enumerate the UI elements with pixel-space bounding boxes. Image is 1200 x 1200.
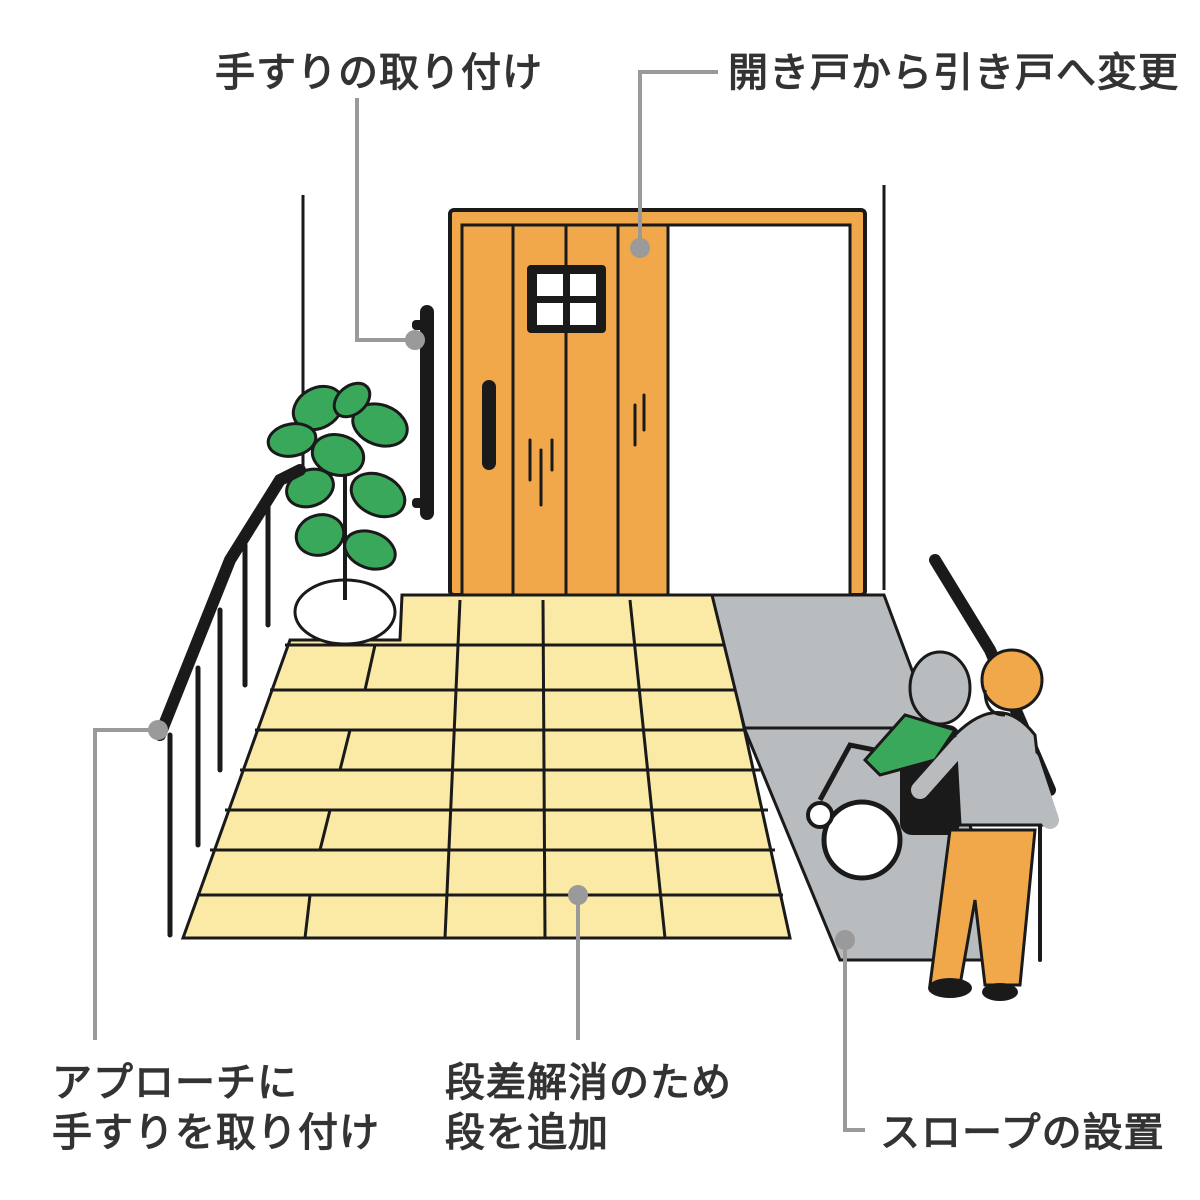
door-opening xyxy=(666,223,852,597)
leader-handrail-entrance xyxy=(355,98,415,342)
label-slope: スロープの設置 xyxy=(880,1110,1165,1156)
leader-approach-handrail xyxy=(93,728,158,1040)
label-approach-line1: アプローチに xyxy=(52,1060,298,1106)
leader-door-change xyxy=(638,70,718,248)
label-approach-line2: 手すりを取り付け xyxy=(52,1110,380,1156)
leader-dots xyxy=(148,238,855,950)
label-steps-line1: 段差解消のため xyxy=(445,1060,732,1106)
leader-slope xyxy=(843,940,865,1132)
entrance-floor xyxy=(180,593,792,940)
label-handrail-entrance: 手すりの取り付け xyxy=(215,50,543,96)
helper-person xyxy=(911,648,1059,1001)
label-steps: 段差解消のため 段を追加 xyxy=(445,1058,732,1158)
label-door-change: 開き戸から引き戸へ変更 xyxy=(728,50,1179,96)
label-approach-handrail: アプローチに 手すりを取り付け xyxy=(52,1058,380,1158)
sliding-door xyxy=(448,208,867,597)
leader-lines xyxy=(93,70,865,1132)
potted-plant xyxy=(266,381,409,646)
door-window xyxy=(527,265,606,333)
door-handrail xyxy=(412,305,434,520)
door-handle xyxy=(482,380,496,470)
approach-handrail xyxy=(154,464,306,938)
label-steps-line2: 段を追加 xyxy=(445,1110,609,1156)
